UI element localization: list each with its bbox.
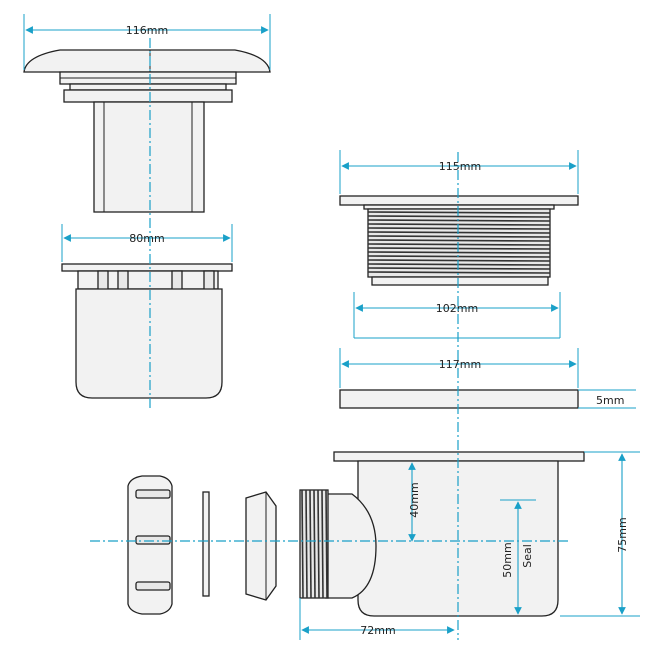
cover-width-label: 116mm xyxy=(126,24,168,37)
outlet-thread-lines xyxy=(301,489,328,599)
thin-gasket-part xyxy=(202,491,210,597)
flange-width-label: 115mm xyxy=(439,160,481,173)
washer-part xyxy=(339,389,579,409)
thread-width-dimension: 102mm xyxy=(353,292,561,339)
seal-depth-dimension: 50mm Seal xyxy=(500,499,536,615)
upper-height-label: 40mm xyxy=(408,482,421,517)
outlet-length-label: 72mm xyxy=(360,624,395,637)
insert-width-dimension: 80mm xyxy=(61,224,233,262)
washer-thickness-label: 5mm xyxy=(596,394,624,407)
thread-lines xyxy=(367,211,551,274)
cone-washer-part xyxy=(245,491,277,601)
insert-part xyxy=(61,263,233,399)
insert-width-label: 80mm xyxy=(129,232,164,245)
threaded-flange-part xyxy=(339,195,579,286)
upper-height-dimension: 40mm xyxy=(408,462,421,542)
body-height-dimension: 75mm xyxy=(560,451,640,617)
flange-width-dimension: 115mm xyxy=(339,150,579,194)
washer-width-label: 117mm xyxy=(439,358,481,371)
nut-part xyxy=(127,475,173,615)
washer-dimension-width: 117mm xyxy=(339,348,579,388)
seal-depth-label: 50mm xyxy=(501,542,514,577)
washer-thickness-dimension: 5mm xyxy=(578,389,636,409)
seal-label: Seal xyxy=(521,544,534,568)
body-height-label: 75mm xyxy=(616,517,629,552)
trap-body-part xyxy=(299,451,585,617)
thread-width-label: 102mm xyxy=(436,302,478,315)
cover-width-dimension: 116mm xyxy=(23,14,271,70)
outlet-length-dimension: 72mm xyxy=(299,598,455,640)
cover-cap-part xyxy=(23,49,271,213)
